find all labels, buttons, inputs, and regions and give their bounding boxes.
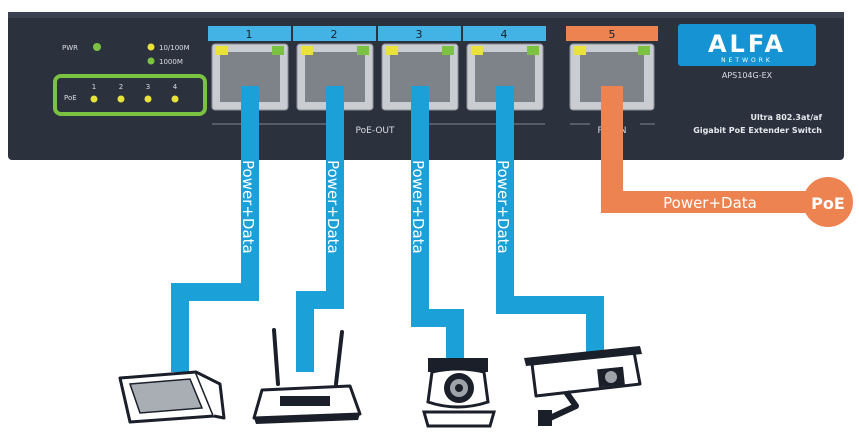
poe-led-number-2: 2 — [119, 83, 123, 91]
rj45-ports — [211, 43, 655, 111]
pwr-led-label: PWR — [62, 44, 78, 52]
cable-4 — [496, 86, 604, 360]
port-2-number: 2 — [331, 28, 338, 41]
poe-led-number-1: 1 — [92, 83, 96, 91]
device-description-line-2: Gigabit PoE Extender Switch — [693, 126, 822, 135]
cable-4-label: Power+Data — [494, 160, 512, 254]
poe-led-3-icon — [144, 95, 152, 103]
cable-3-label: Power+Data — [409, 160, 427, 254]
bullet-camera-icon — [524, 346, 642, 426]
tablet-terminal-icon — [118, 370, 226, 424]
port-4-tab — [463, 26, 546, 41]
led-panel: PWR 10/100M 1000M PoE 1 2 3 4 — [53, 43, 207, 116]
poe-led-group — [53, 74, 207, 116]
port-label-bar: 1 2 3 4 5 — [208, 26, 658, 41]
cable-1-label: Power+Data — [239, 160, 257, 254]
poe-led-number-3: 3 — [146, 83, 150, 91]
cable-5-label: Power+Data — [663, 194, 757, 212]
model-name: APS104G-EX — [722, 71, 773, 80]
poe-out-group-label: PoE-OUT — [356, 126, 395, 136]
wifi-router-icon — [252, 328, 362, 424]
cable-2-label: Power+Data — [324, 160, 342, 254]
ptz-camera-icon — [422, 358, 496, 428]
brand-sub: NETWORK — [721, 57, 773, 64]
poe-led-4-icon — [171, 95, 179, 103]
port-5-number: 5 — [609, 28, 616, 41]
device-description-line-1: Ultra 802.3at/af — [750, 113, 822, 122]
cable-2 — [296, 86, 344, 372]
poe-led-label: PoE — [64, 94, 77, 102]
poe-badge-label: PoE — [811, 194, 845, 213]
alfa-network-logo: ALFA NETWORK — [678, 24, 816, 66]
poe-in-cable: Power+Data PoE — [601, 86, 853, 227]
poe-led-1-icon — [90, 95, 98, 103]
speed-high-led-icon — [147, 57, 155, 65]
port-2-tab — [293, 26, 376, 41]
port-1-number: 1 — [246, 28, 253, 41]
port-5-tab — [566, 26, 658, 41]
port-4-number: 4 — [501, 28, 508, 41]
poe-badge-icon — [803, 177, 853, 227]
port-3-number: 3 — [416, 28, 423, 41]
port-3-tab — [378, 26, 461, 41]
speed-low-led-icon — [147, 43, 155, 51]
cable-3 — [411, 86, 464, 360]
speed-high-label: 1000M — [159, 58, 183, 66]
poe-led-2-icon — [117, 95, 125, 103]
cable-5 — [601, 86, 830, 213]
cable-1 — [171, 86, 259, 372]
poe-led-number-4: 4 — [173, 83, 178, 91]
poe-out-cables: Power+Data Power+Data Power+Data Power+D… — [171, 86, 604, 372]
pwr-led-icon — [93, 43, 101, 51]
speed-low-label: 10/100M — [159, 44, 190, 52]
port-1-tab — [208, 26, 291, 41]
brand-name: ALFA — [708, 30, 786, 58]
